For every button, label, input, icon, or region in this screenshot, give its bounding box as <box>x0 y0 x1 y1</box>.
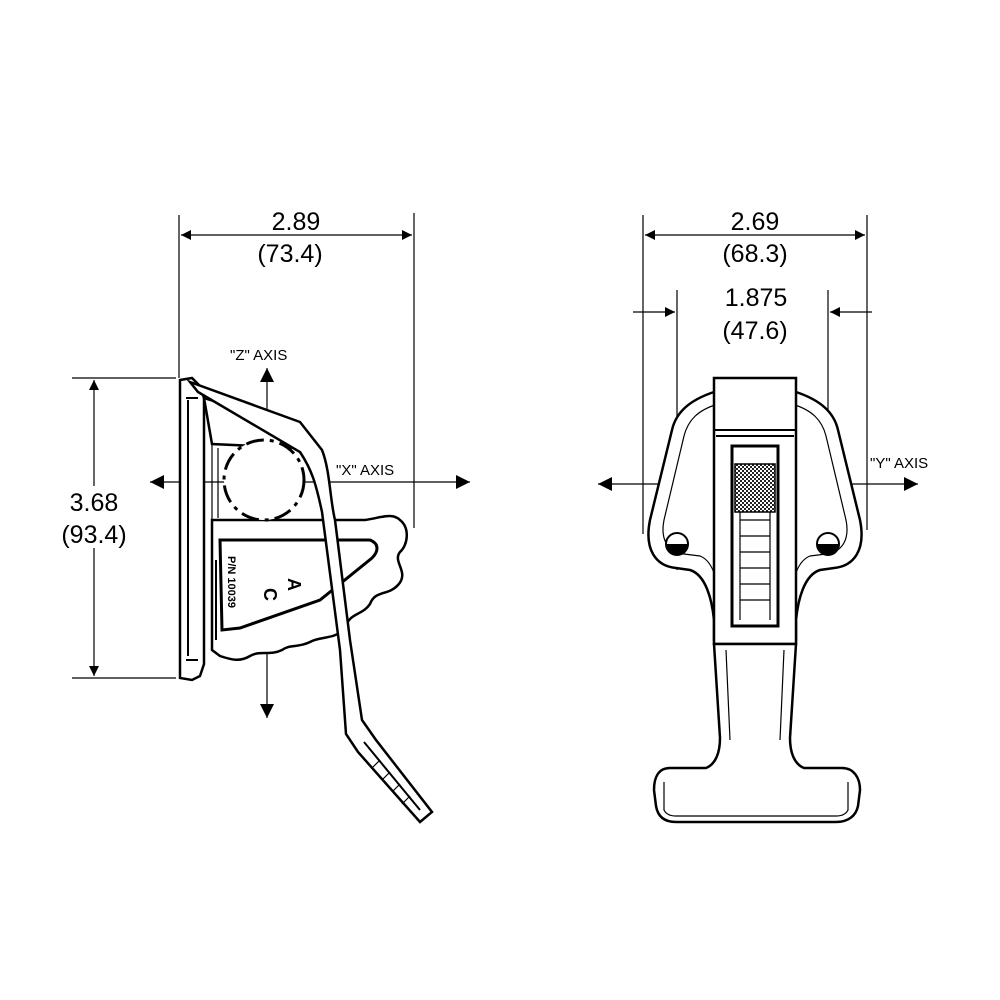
front-latch-body <box>647 376 863 824</box>
side-view: 2.89 (73.4) 3.68 (93.4) "Z" AXIS "X" AXI… <box>61 208 470 824</box>
front-width-metric: (68.3) <box>722 240 787 268</box>
x-axis-label: "X" AXIS <box>336 462 394 479</box>
z-axis-label: "Z" AXIS <box>230 347 287 364</box>
hole-spacing-metric: (47.6) <box>722 317 787 345</box>
hole-spacing-value: 1.875 <box>725 284 788 312</box>
front-view: 2.69 (68.3) 1.875 (47.6) "Y" AXIS <box>598 208 928 824</box>
side-width-metric: (73.4) <box>257 240 322 268</box>
y-axis-label: "Y" AXIS <box>870 455 928 472</box>
side-height-metric: (93.4) <box>61 521 126 549</box>
side-latch-body: P/N 10039 A C <box>178 376 434 824</box>
front-width-value: 2.69 <box>731 208 780 236</box>
part-number-label: P/N 10039 <box>225 556 237 608</box>
side-width-value: 2.89 <box>272 208 321 236</box>
side-height-dimension: 3.68 (93.4) <box>61 377 176 679</box>
side-height-value: 3.68 <box>70 489 119 517</box>
side-width-dimension: 2.89 (73.4) <box>178 208 415 528</box>
marking-letter-a: A <box>284 578 304 591</box>
marking-letter-c: C <box>260 588 280 601</box>
